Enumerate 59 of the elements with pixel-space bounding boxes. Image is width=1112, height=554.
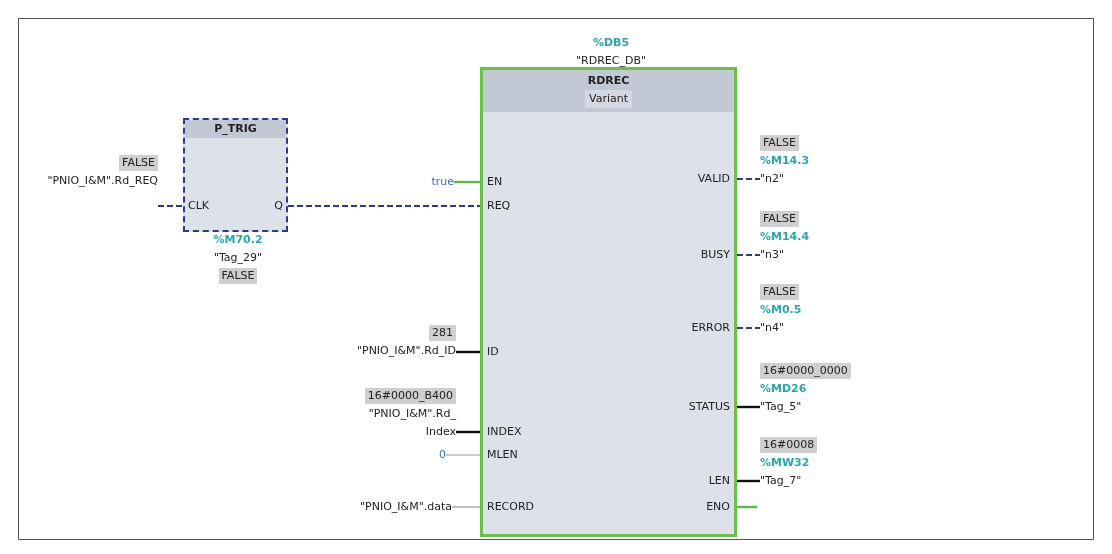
instance-name: "Tag_29" <box>213 251 263 264</box>
value-display: FALSE <box>760 135 799 151</box>
signal-wire <box>736 327 761 329</box>
address-label: %MD26 <box>760 382 807 395</box>
value-display: FALSE <box>760 211 799 227</box>
variable-name: "n4" <box>760 321 785 334</box>
pin-label: VALID <box>697 171 730 187</box>
data-type-label: Variant <box>585 90 632 108</box>
pin-label: ID <box>487 344 499 360</box>
pin-label: ENO <box>706 499 730 515</box>
signal-wire <box>454 180 480 184</box>
pin-label: ERROR <box>691 320 730 336</box>
address-label: %M0.5 <box>760 303 802 316</box>
pin-label: REQ <box>487 198 511 214</box>
address-label: %M70.2 <box>213 233 263 246</box>
value-display: FALSE <box>760 284 799 300</box>
address-label: %MW32 <box>760 456 810 469</box>
signal-wire <box>737 479 760 483</box>
pin-label: LEN <box>708 473 730 489</box>
value-display: 281 <box>429 325 456 341</box>
variable-name: "PNIO_I&M".Rd_ Index <box>367 406 456 440</box>
signal-wire <box>157 205 184 207</box>
constant-value: true <box>431 175 454 188</box>
variable-name: "n2" <box>760 172 785 185</box>
signal-wire <box>737 505 757 509</box>
address-label: %M14.4 <box>760 230 810 243</box>
variable-name: "PNIO_I&M".Rd_REQ <box>47 174 158 187</box>
pin-label: RECORD <box>487 499 535 515</box>
signal-wire <box>445 454 481 456</box>
value-display: FALSE <box>218 268 258 284</box>
pin-label: CLK <box>188 198 210 214</box>
pin-label: Q <box>274 198 283 214</box>
variable-name: "Tag_5" <box>760 400 802 413</box>
pin-label: EN <box>487 174 503 190</box>
signal-wire <box>456 430 480 434</box>
variable-name: "Tag_7" <box>760 474 802 487</box>
address-label: %DB5 <box>592 36 630 49</box>
constant-value: 0 <box>439 448 446 461</box>
address-label: %M14.3 <box>760 154 810 167</box>
pin-label: INDEX <box>487 424 522 440</box>
variable-name: "n3" <box>760 248 785 261</box>
signal-wire <box>736 254 761 256</box>
variable-name: "PNIO_I&M".data <box>360 500 452 513</box>
value-display: 16#0000_0000 <box>760 363 851 379</box>
signal-wire <box>737 405 760 409</box>
pin-label: STATUS <box>688 399 730 415</box>
signal-wire <box>736 178 761 180</box>
pin-label: MLEN <box>487 447 518 463</box>
value-display: FALSE <box>119 155 158 171</box>
signal-wire <box>451 506 481 508</box>
block-title: P_TRIG <box>185 120 286 138</box>
value-display: 16#0000_B400 <box>364 388 456 404</box>
variable-name: "PNIO_I&M".Rd_ID <box>356 344 456 357</box>
pin-label: BUSY <box>700 247 730 263</box>
signal-wire <box>287 205 481 207</box>
value-display: 16#0008 <box>760 437 818 453</box>
instance-name: "RDREC_DB" <box>576 54 646 67</box>
block-title: RDREC <box>587 73 630 89</box>
signal-wire <box>456 350 480 354</box>
